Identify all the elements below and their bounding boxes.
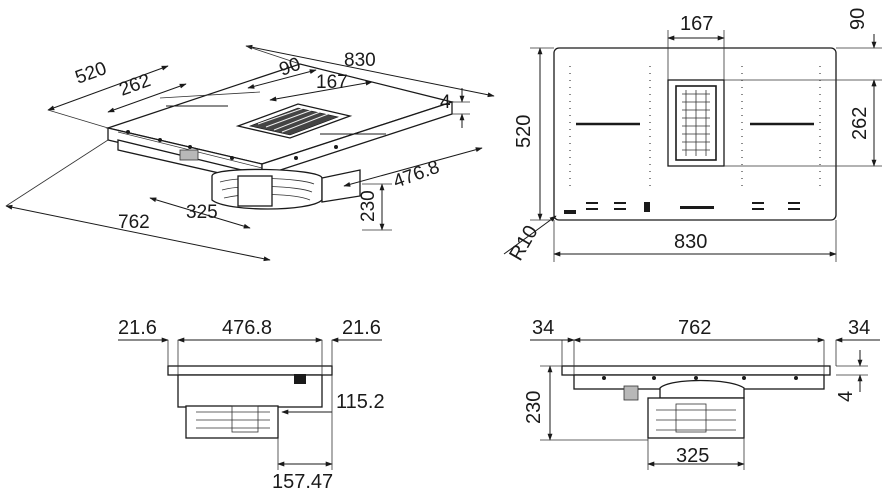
side-motor xyxy=(185,405,279,439)
iso-dim-4: 4 xyxy=(440,88,470,128)
side-dim-157-47: 157.47 xyxy=(272,412,333,493)
front-glass-label: 4 xyxy=(835,391,857,402)
front-glass xyxy=(561,365,831,376)
iso-dim-476-8: 476.8 xyxy=(343,147,483,193)
front-knobs xyxy=(602,376,798,380)
front-view: 34 762 34 230 4 325 xyxy=(523,317,880,470)
iso-dim-325: 325 xyxy=(149,197,251,229)
iso-dim-762: 762 xyxy=(5,139,271,262)
front-motor-width-label: 325 xyxy=(676,445,709,467)
iso-dim-830: 830 xyxy=(245,44,495,98)
iso-cutout-depth-label: 476.8 xyxy=(391,157,443,193)
side-view: 21.6 476.8 21.6 115.2 157.47 xyxy=(118,317,385,493)
top-zone-depth-label: 262 xyxy=(849,107,871,140)
front-edge-left-label: 34 xyxy=(532,317,554,339)
side-glass xyxy=(167,365,333,376)
side-edge-right-label: 21.6 xyxy=(342,317,381,339)
top-hood-grille xyxy=(675,85,717,161)
top-dim-830: 830 xyxy=(553,220,837,262)
side-edge-left-label: 21.6 xyxy=(118,317,157,339)
top-dim-262: 262 xyxy=(724,79,882,167)
top-radius-label: R10 xyxy=(505,222,542,265)
iso-dim-230: 230 xyxy=(358,183,392,231)
top-hood-width-label: 167 xyxy=(680,13,713,35)
iso-glass-label: 4 xyxy=(440,92,451,113)
side-connector xyxy=(294,374,306,384)
iso-motor-width-label: 325 xyxy=(186,202,218,223)
front-dim-4: 4 xyxy=(835,350,868,402)
iso-depth-label: 520 xyxy=(73,58,110,89)
front-motor xyxy=(647,379,745,439)
iso-zone-label: 262 xyxy=(117,70,154,101)
front-height-label: 230 xyxy=(523,391,545,424)
iso-width-label: 830 xyxy=(344,50,376,71)
front-connector xyxy=(623,385,639,401)
iso-hood-width-label: 167 xyxy=(316,72,348,93)
top-depth-label: 520 xyxy=(513,115,535,148)
side-duct-offset-label: 157.47 xyxy=(272,471,333,493)
top-dim-167: 167 xyxy=(667,13,725,80)
front-dim-230: 230 xyxy=(523,365,648,441)
top-dim-r10: R10 xyxy=(503,215,557,265)
side-motor-offset-label: 115.2 xyxy=(336,391,385,413)
isometric-view: 830 520 262 90 167 4 476.8 xyxy=(5,44,495,262)
top-dim-90: 90 xyxy=(724,8,882,94)
front-dim-top: 34 762 34 xyxy=(530,317,880,375)
top-hood-offset-label: 90 xyxy=(847,8,869,30)
top-dim-520: 520 xyxy=(513,47,554,221)
side-dim-115-2: 115.2 xyxy=(281,375,385,415)
top-control-panel xyxy=(564,202,800,214)
iso-height-label: 230 xyxy=(358,190,379,222)
iso-cutout-width-label: 762 xyxy=(118,212,150,233)
iso-motor-unit xyxy=(117,139,361,210)
top-view: 167 90 520 262 R10 830 xyxy=(503,8,882,265)
side-dim-top: 21.6 476.8 21.6 xyxy=(118,317,382,375)
iso-extractor-grille xyxy=(235,103,353,139)
front-dim-325: 325 xyxy=(647,438,745,470)
front-edge-right-label: 34 xyxy=(848,317,870,339)
iso-dim-167: 167 xyxy=(269,72,373,102)
top-width-label: 830 xyxy=(674,231,707,253)
side-cutout-label: 476.8 xyxy=(222,317,272,339)
front-cutout-label: 762 xyxy=(678,317,711,339)
